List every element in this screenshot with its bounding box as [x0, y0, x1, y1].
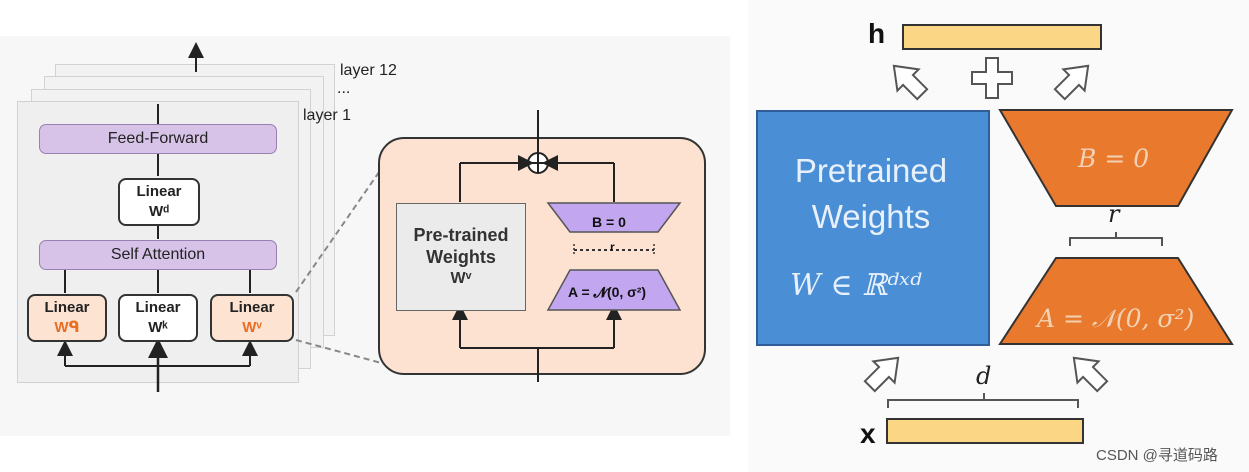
linear-d-title: Linear: [136, 183, 182, 200]
a-trapezoid: [546, 269, 682, 311]
linear-k-block: Linear Wᵏ: [118, 294, 198, 342]
b-trapezoid: [546, 202, 682, 233]
a-math-label: A = 𝒩(0, σ²): [1037, 304, 1195, 333]
pretrained-weights-matrix: [756, 110, 990, 346]
r-label: r: [1108, 200, 1120, 228]
plus-icon: [971, 57, 1013, 99]
h-label: h: [868, 18, 886, 49]
pretrained-line1: Pre-trained: [413, 225, 509, 245]
zoom-line-top: [295, 161, 387, 293]
w-math-label: W ∈ ℝᵈˣᵈ: [790, 268, 922, 303]
b-math-label: B = 0: [1078, 144, 1150, 173]
layer-1-label: layer 1: [303, 107, 352, 124]
linear-q-block: Linear Wᑫ: [27, 294, 107, 342]
x-label: x: [860, 418, 876, 449]
detail-connectors: [452, 110, 682, 382]
linear-k-title: Linear: [135, 299, 181, 316]
linear-d-weight: Wᵈ: [148, 203, 170, 220]
a-normal-label: A = 𝓝(0, σ²): [568, 284, 647, 300]
pretrained-title: Pretrained Weights: [756, 148, 986, 240]
linear-d-block: Linear Wᵈ: [118, 178, 200, 226]
left-connectors: [57, 42, 401, 392]
pretrained-line2: Weights: [426, 247, 496, 267]
arrow-x-to-weights-icon: [863, 356, 900, 393]
arrow-up-left-icon: [1053, 64, 1090, 101]
linear-q-weight: Wᑫ: [54, 319, 80, 336]
x-input-bar: [886, 418, 1084, 444]
right-arrows: [863, 57, 1234, 408]
self-attention-block: Self Attention: [39, 240, 277, 270]
b-block: [998, 109, 1234, 207]
pretrained-weights-block: Pre-trained Weights Wᵛ: [396, 203, 526, 311]
linear-v-title: Linear: [229, 299, 275, 316]
arrow-x-to-a-icon: [1072, 356, 1109, 393]
arrow-up-right-icon: [892, 64, 929, 101]
a-block: [998, 257, 1234, 345]
linear-v-block: Linear Wᵛ: [210, 294, 294, 342]
zoom-line-bottom: [295, 339, 401, 369]
d-label: d: [976, 362, 992, 390]
r-label-small: r: [610, 240, 615, 254]
layer-12-label: layer 12: [340, 62, 397, 79]
watermark: CSDN @寻道码路: [1096, 447, 1218, 464]
feed-forward-block: Feed-Forward: [39, 124, 277, 154]
pretrained-weight: Wᵛ: [450, 270, 472, 287]
b-zero-label: B = 0: [592, 214, 626, 230]
feed-forward-label: Feed-Forward: [107, 130, 209, 147]
pretrained-title-line1: Pretrained: [794, 152, 948, 189]
linear-k-weight: Wᵏ: [148, 319, 168, 336]
linear-q-title: Linear: [44, 299, 90, 316]
layer-ellipsis: ...: [337, 80, 351, 97]
self-attention-label: Self Attention: [110, 246, 206, 263]
linear-v-weight: Wᵛ: [242, 319, 262, 336]
pretrained-title-line2: Weights: [811, 198, 931, 235]
h-output-bar: [902, 24, 1102, 50]
